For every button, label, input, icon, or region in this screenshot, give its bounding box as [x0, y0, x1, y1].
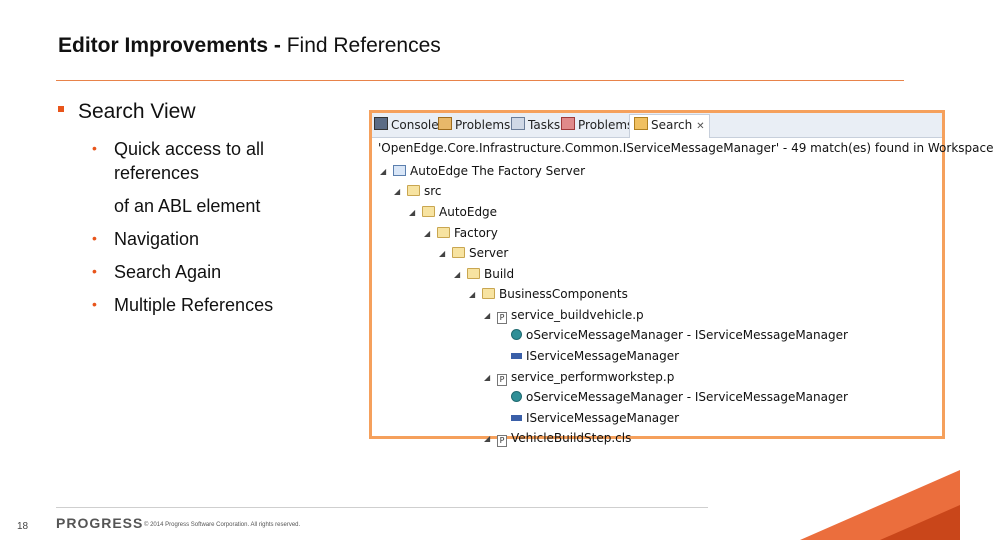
- tree-item[interactable]: oServiceMessageManager - IServiceMessage…: [508, 325, 848, 345]
- tab-problems-2[interactable]: Problems: [561, 115, 633, 135]
- sub-bullet: • Navigation: [92, 227, 199, 252]
- folder-icon: [452, 247, 465, 258]
- footer-divider: [56, 507, 708, 508]
- tab-console[interactable]: Console: [374, 115, 439, 135]
- tree-item-label: AutoEdge: [439, 205, 498, 219]
- tree-item[interactable]: ◢ P VehicleBuildStep.cls: [484, 428, 631, 448]
- tree-item-label: VehicleBuildStep.cls: [511, 431, 632, 445]
- corner-decoration: [800, 470, 960, 540]
- procedure-file-icon: P: [497, 374, 507, 386]
- tasks-icon: [511, 117, 525, 130]
- tab-tasks[interactable]: Tasks: [511, 115, 560, 135]
- search-icon: [634, 117, 648, 130]
- tree-item[interactable]: ◢ Server: [439, 243, 508, 263]
- tree-item-label: BusinessComponents: [499, 287, 628, 301]
- tree-item-label: service_buildvehicle.p: [511, 308, 644, 322]
- copyright-text: © 2014 Progress Software Corporation. Al…: [144, 522, 301, 528]
- tree-item-label: Factory: [454, 226, 498, 240]
- tree-item-label: Server: [469, 246, 509, 260]
- console-icon: [374, 117, 388, 130]
- variable-icon: [511, 329, 522, 340]
- expand-arrow-icon[interactable]: ◢: [484, 434, 491, 443]
- tree-item[interactable]: ◢ Factory: [424, 223, 498, 243]
- interface-icon: [511, 415, 522, 421]
- sub-bullet-text: of an ABL element: [114, 196, 261, 216]
- tree-item[interactable]: IServiceMessageManager: [508, 346, 679, 366]
- expand-arrow-icon[interactable]: ◢: [409, 208, 416, 217]
- expand-arrow-icon[interactable]: ◢: [484, 373, 491, 382]
- expand-arrow-icon[interactable]: ◢: [439, 249, 446, 258]
- sub-bullet-continuation: references: [114, 161, 199, 185]
- slide-title: Editor Improvements - Find References: [58, 34, 441, 58]
- tab-label: Search: [651, 118, 693, 132]
- search-view-panel: Console Problems Tasks Problems Search✕ …: [369, 110, 993, 447]
- tree-item-label: Build: [484, 267, 515, 281]
- folder-icon: [407, 185, 420, 196]
- expand-arrow-icon[interactable]: ◢: [424, 229, 431, 238]
- sub-bullet-text: Quick access to all: [114, 139, 265, 159]
- sub-bullet-text: Search Again: [114, 262, 222, 282]
- page-number: 18: [17, 521, 29, 532]
- tree-item-label: IServiceMessageManager: [526, 349, 680, 363]
- main-bullet: Search View: [58, 100, 196, 124]
- tree-item[interactable]: ◢ AutoEdge The Factory Server: [380, 161, 585, 181]
- tree-item-label: IServiceMessageManager: [526, 411, 680, 425]
- procedure-file-icon: P: [497, 435, 507, 447]
- title-divider: [56, 80, 904, 81]
- square-bullet-icon: [58, 106, 64, 113]
- folder-icon: [422, 206, 435, 217]
- sub-bullet-text: Multiple References: [114, 295, 274, 315]
- folder-icon: [437, 227, 450, 238]
- tree-item-label: oServiceMessageManager - IServiceMessage…: [526, 328, 848, 342]
- progress-logo: PROGRESS: [56, 515, 144, 531]
- dot-bullet-icon: •: [92, 140, 97, 156]
- project-icon: [393, 165, 406, 176]
- folder-icon: [482, 288, 495, 299]
- tree-item-label: AutoEdge The Factory Server: [410, 164, 586, 178]
- sub-bullet: • Multiple References: [92, 293, 273, 318]
- problems-icon: [561, 117, 575, 130]
- dot-bullet-icon: •: [92, 230, 97, 246]
- sub-bullet: • Quick access to all: [92, 137, 264, 162]
- slide-title-bold: Editor Improvements -: [58, 34, 287, 57]
- variable-icon: [511, 391, 522, 402]
- tab-label: Problems: [578, 118, 634, 132]
- tree-item[interactable]: IServiceMessageManager: [508, 408, 679, 428]
- sub-bullet-text: Navigation: [114, 229, 200, 249]
- tab-problems[interactable]: Problems: [438, 115, 510, 135]
- tab-search[interactable]: Search✕: [629, 114, 710, 138]
- tree-item[interactable]: oServiceMessageManager - IServiceMessage…: [508, 387, 848, 407]
- procedure-file-icon: P: [497, 312, 507, 324]
- expand-arrow-icon[interactable]: ◢: [454, 270, 461, 279]
- slide-title-rest: Find References: [286, 34, 441, 57]
- expand-arrow-icon[interactable]: ◢: [394, 187, 401, 196]
- expand-arrow-icon[interactable]: ◢: [484, 311, 491, 320]
- tree-item[interactable]: ◢ AutoEdge: [409, 202, 497, 222]
- expand-arrow-icon[interactable]: ◢: [380, 167, 387, 176]
- tab-label: Problems: [455, 118, 511, 132]
- tree-item[interactable]: ◢ Build: [454, 264, 514, 284]
- tab-label: Tasks: [528, 118, 561, 132]
- expand-arrow-icon[interactable]: ◢: [469, 290, 476, 299]
- tree-item[interactable]: ◢ BusinessComponents: [469, 284, 628, 304]
- folder-icon: [467, 268, 480, 279]
- problems-icon: [438, 117, 452, 130]
- dot-bullet-icon: •: [92, 296, 97, 312]
- view-tab-bar: Console Problems Tasks Problems Search✕: [372, 113, 942, 138]
- tab-label: Console: [391, 118, 439, 132]
- sub-bullet: • Search Again: [92, 260, 221, 285]
- tree-item[interactable]: ◢ src: [394, 181, 442, 201]
- sub-bullet-text: references: [114, 163, 200, 183]
- tree-item-label: src: [424, 184, 442, 198]
- search-result-summary: 'OpenEdge.Core.Infrastructure.Common.ISe…: [378, 141, 993, 155]
- main-bullet-text: Search View: [78, 100, 196, 123]
- dot-bullet-icon: •: [92, 263, 97, 279]
- tree-item-label: oServiceMessageManager - IServiceMessage…: [526, 390, 848, 404]
- tree-item-label: service_performworkstep.p: [511, 370, 675, 384]
- close-icon[interactable]: ✕: [696, 121, 705, 132]
- sub-bullet-continuation: of an ABL element: [114, 194, 260, 218]
- interface-icon: [511, 353, 522, 359]
